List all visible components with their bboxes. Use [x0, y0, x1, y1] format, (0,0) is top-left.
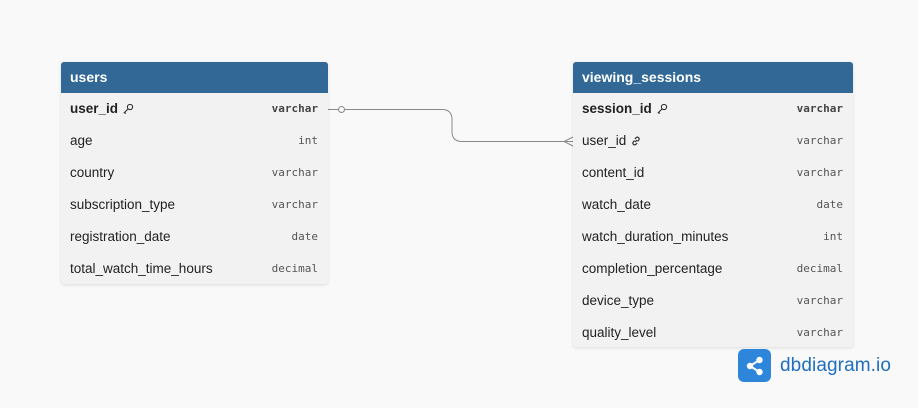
column-name: subscription_type	[70, 197, 176, 213]
column-row-total-watch-time-hours[interactable]: total_watch_time_hours decimal	[61, 252, 328, 284]
column-name: registration_date	[70, 229, 171, 244]
table-header-users[interactable]: users	[61, 62, 328, 93]
table-header-viewing-sessions[interactable]: viewing_sessions	[573, 62, 853, 93]
column-type: varchar	[796, 134, 843, 148]
column-name: session_id	[582, 101, 652, 117]
column-name: device_type	[582, 292, 655, 308]
column-name: content_id	[582, 165, 645, 181]
column-row-watch-date[interactable]: watch_date date	[573, 189, 853, 221]
column-type: date	[291, 230, 319, 243]
column-type: varchar	[796, 166, 843, 180]
column-name: age	[70, 133, 93, 149]
column-name: completion_percentage	[582, 260, 723, 276]
column-name: user_id	[582, 133, 627, 149]
dbdiagram-logo[interactable]: dbdiagram.io	[738, 349, 891, 382]
table-users[interactable]: users user_id varchar age int	[61, 62, 328, 285]
table-viewing-sessions[interactable]: viewing_sessions session_id varchar	[573, 62, 853, 347]
column-type: decimal	[271, 261, 318, 275]
column-row-content-id[interactable]: content_id varchar	[573, 157, 853, 189]
one-end-marker	[338, 106, 345, 113]
column-row-session-id[interactable]: session_id varchar	[573, 93, 853, 125]
column-row-user-id[interactable]: user_id varchar	[573, 125, 853, 157]
column-row-device-type[interactable]: device_type varchar	[573, 284, 853, 316]
primary-key-icon	[656, 103, 668, 115]
column-name: total_watch_time_hours	[70, 260, 213, 276]
column-name: user_id	[70, 101, 119, 117]
column-type: int	[298, 134, 318, 148]
logo-text: dbdiagram.io	[780, 354, 892, 376]
column-row-subscription-type[interactable]: subscription_type varchar	[61, 189, 328, 221]
many-end-marker	[562, 136, 574, 147]
column-name: country	[70, 165, 115, 181]
column-row-country[interactable]: country varchar	[61, 157, 328, 189]
column-type: varchar	[271, 102, 318, 116]
column-type: varchar	[796, 325, 843, 339]
column-type: decimal	[796, 261, 843, 275]
column-type: int	[823, 230, 843, 243]
share-nodes-icon	[738, 349, 771, 382]
column-row-registration-date[interactable]: registration_date date	[61, 221, 328, 253]
table-body-users: user_id varchar age int country	[61, 93, 328, 284]
relationship-line	[328, 109, 573, 142]
column-name: quality_level	[582, 324, 657, 340]
column-row-quality-level[interactable]: quality_level varchar	[573, 316, 853, 347]
column-type: varchar	[271, 198, 318, 212]
column-type: date	[816, 198, 844, 212]
column-row-user-id[interactable]: user_id varchar	[61, 93, 328, 125]
column-type: varchar	[796, 293, 843, 307]
foreign-key-link-icon	[630, 135, 642, 147]
column-type: varchar	[796, 102, 843, 116]
table-body-viewing-sessions: session_id varchar user_id	[573, 93, 853, 347]
column-type: varchar	[271, 166, 318, 180]
column-name: watch_duration_minutes	[582, 229, 729, 244]
column-row-watch-duration-minutes[interactable]: watch_duration_minutes int	[573, 221, 853, 253]
column-row-completion-percentage[interactable]: completion_percentage decimal	[573, 252, 853, 284]
primary-key-icon	[122, 103, 134, 115]
column-name: watch_date	[582, 197, 652, 213]
column-row-age[interactable]: age int	[61, 125, 328, 157]
